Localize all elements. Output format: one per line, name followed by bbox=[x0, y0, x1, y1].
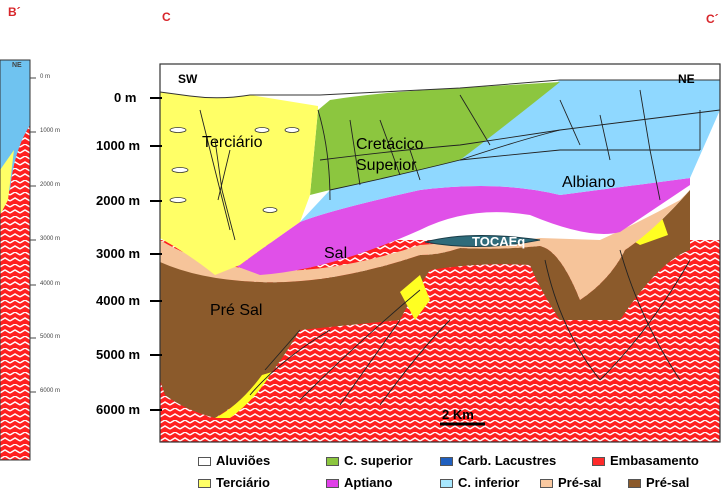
legend-label: C. superior bbox=[344, 453, 413, 468]
left-tick-3: 3000 m bbox=[40, 236, 61, 242]
label-tocaeq: TOCAEq bbox=[472, 234, 526, 249]
label-terciario: Terciário bbox=[202, 134, 263, 151]
legend-label: Pré-sal bbox=[646, 475, 690, 490]
legend-swatch bbox=[440, 457, 453, 467]
legend-label: Terciário bbox=[216, 475, 270, 490]
legend-swatch bbox=[326, 479, 339, 489]
layer-albiano bbox=[300, 80, 720, 222]
label-superior: Superior bbox=[356, 157, 417, 174]
legend-label: Pré-sal bbox=[558, 475, 602, 490]
left-tick-5: 5000 m bbox=[40, 334, 61, 340]
depth-0: 0 m bbox=[114, 90, 137, 105]
depth-5000: 5000 m bbox=[96, 347, 141, 362]
depth-4000: 4000 m bbox=[96, 293, 141, 308]
layer-presal-light bbox=[160, 190, 690, 300]
label-cretacico: Cretácico bbox=[356, 136, 424, 153]
main-cross-section bbox=[150, 63, 721, 443]
layer-presal-brown bbox=[160, 190, 690, 418]
left-ne-label: NE bbox=[12, 62, 22, 69]
tocaeq-lens bbox=[424, 234, 541, 248]
label-sal: Sal bbox=[324, 245, 348, 262]
left-tick-6: 6000 m bbox=[40, 388, 61, 394]
label-albiano: Albiano bbox=[562, 174, 616, 191]
legend-swatch bbox=[592, 457, 605, 467]
left-tick-4: 4000 m bbox=[40, 281, 61, 287]
left-tick-0: 0 m bbox=[40, 74, 51, 80]
layer-cretaceo-superior bbox=[310, 82, 560, 195]
legend-swatch bbox=[440, 479, 453, 489]
legend-swatch bbox=[326, 457, 339, 467]
left-tick-1: 1000 m bbox=[40, 128, 61, 134]
left-partial-section bbox=[0, 59, 36, 461]
legend-label: Aptiano bbox=[344, 475, 393, 490]
label-presal: Pré Sal bbox=[210, 302, 263, 319]
marker-c-prime: C´ bbox=[706, 12, 719, 26]
legend-swatch bbox=[540, 479, 553, 489]
legend-swatch bbox=[628, 479, 641, 489]
marker-c: C bbox=[162, 10, 171, 24]
legend-terciario: Terciário bbox=[198, 475, 270, 490]
layer-sal bbox=[160, 178, 690, 275]
left-tick-2: 2000 m bbox=[40, 182, 61, 188]
legend-c-superior: C. superior bbox=[326, 453, 413, 468]
legend-label: C. inferior bbox=[458, 475, 520, 490]
ne-label: NE bbox=[678, 72, 695, 86]
legend-label: Carb. Lacustres bbox=[458, 453, 557, 468]
depth-1000: 1000 m bbox=[96, 138, 141, 153]
legend-aptiano: Aptiano bbox=[326, 475, 392, 490]
depth-2000: 2000 m bbox=[96, 193, 141, 208]
depth-3000: 3000 m bbox=[96, 246, 141, 261]
legend-presal-brown: Pré-sal bbox=[628, 475, 689, 490]
legend-presal-light: Pré-sal bbox=[540, 475, 601, 490]
marker-b-prime: B´ bbox=[8, 5, 21, 19]
sw-label: SW bbox=[178, 72, 198, 86]
depth-6000: 6000 m bbox=[96, 402, 141, 417]
layer-terciario bbox=[160, 92, 318, 275]
legend-label: Embasamento bbox=[610, 453, 699, 468]
legend-swatch bbox=[198, 479, 211, 489]
legend-carb-lacustres: Carb. Lacustres bbox=[440, 453, 556, 468]
scale-bar-label: 2 Km bbox=[442, 407, 474, 422]
legend-swatch bbox=[198, 457, 211, 467]
legend-embasamento: Embasamento bbox=[592, 453, 699, 468]
legend-label: Aluviões bbox=[216, 453, 271, 468]
legend-c-inferior: C. inferior bbox=[440, 475, 519, 490]
legend-aluvioes: Aluviões bbox=[198, 453, 270, 468]
